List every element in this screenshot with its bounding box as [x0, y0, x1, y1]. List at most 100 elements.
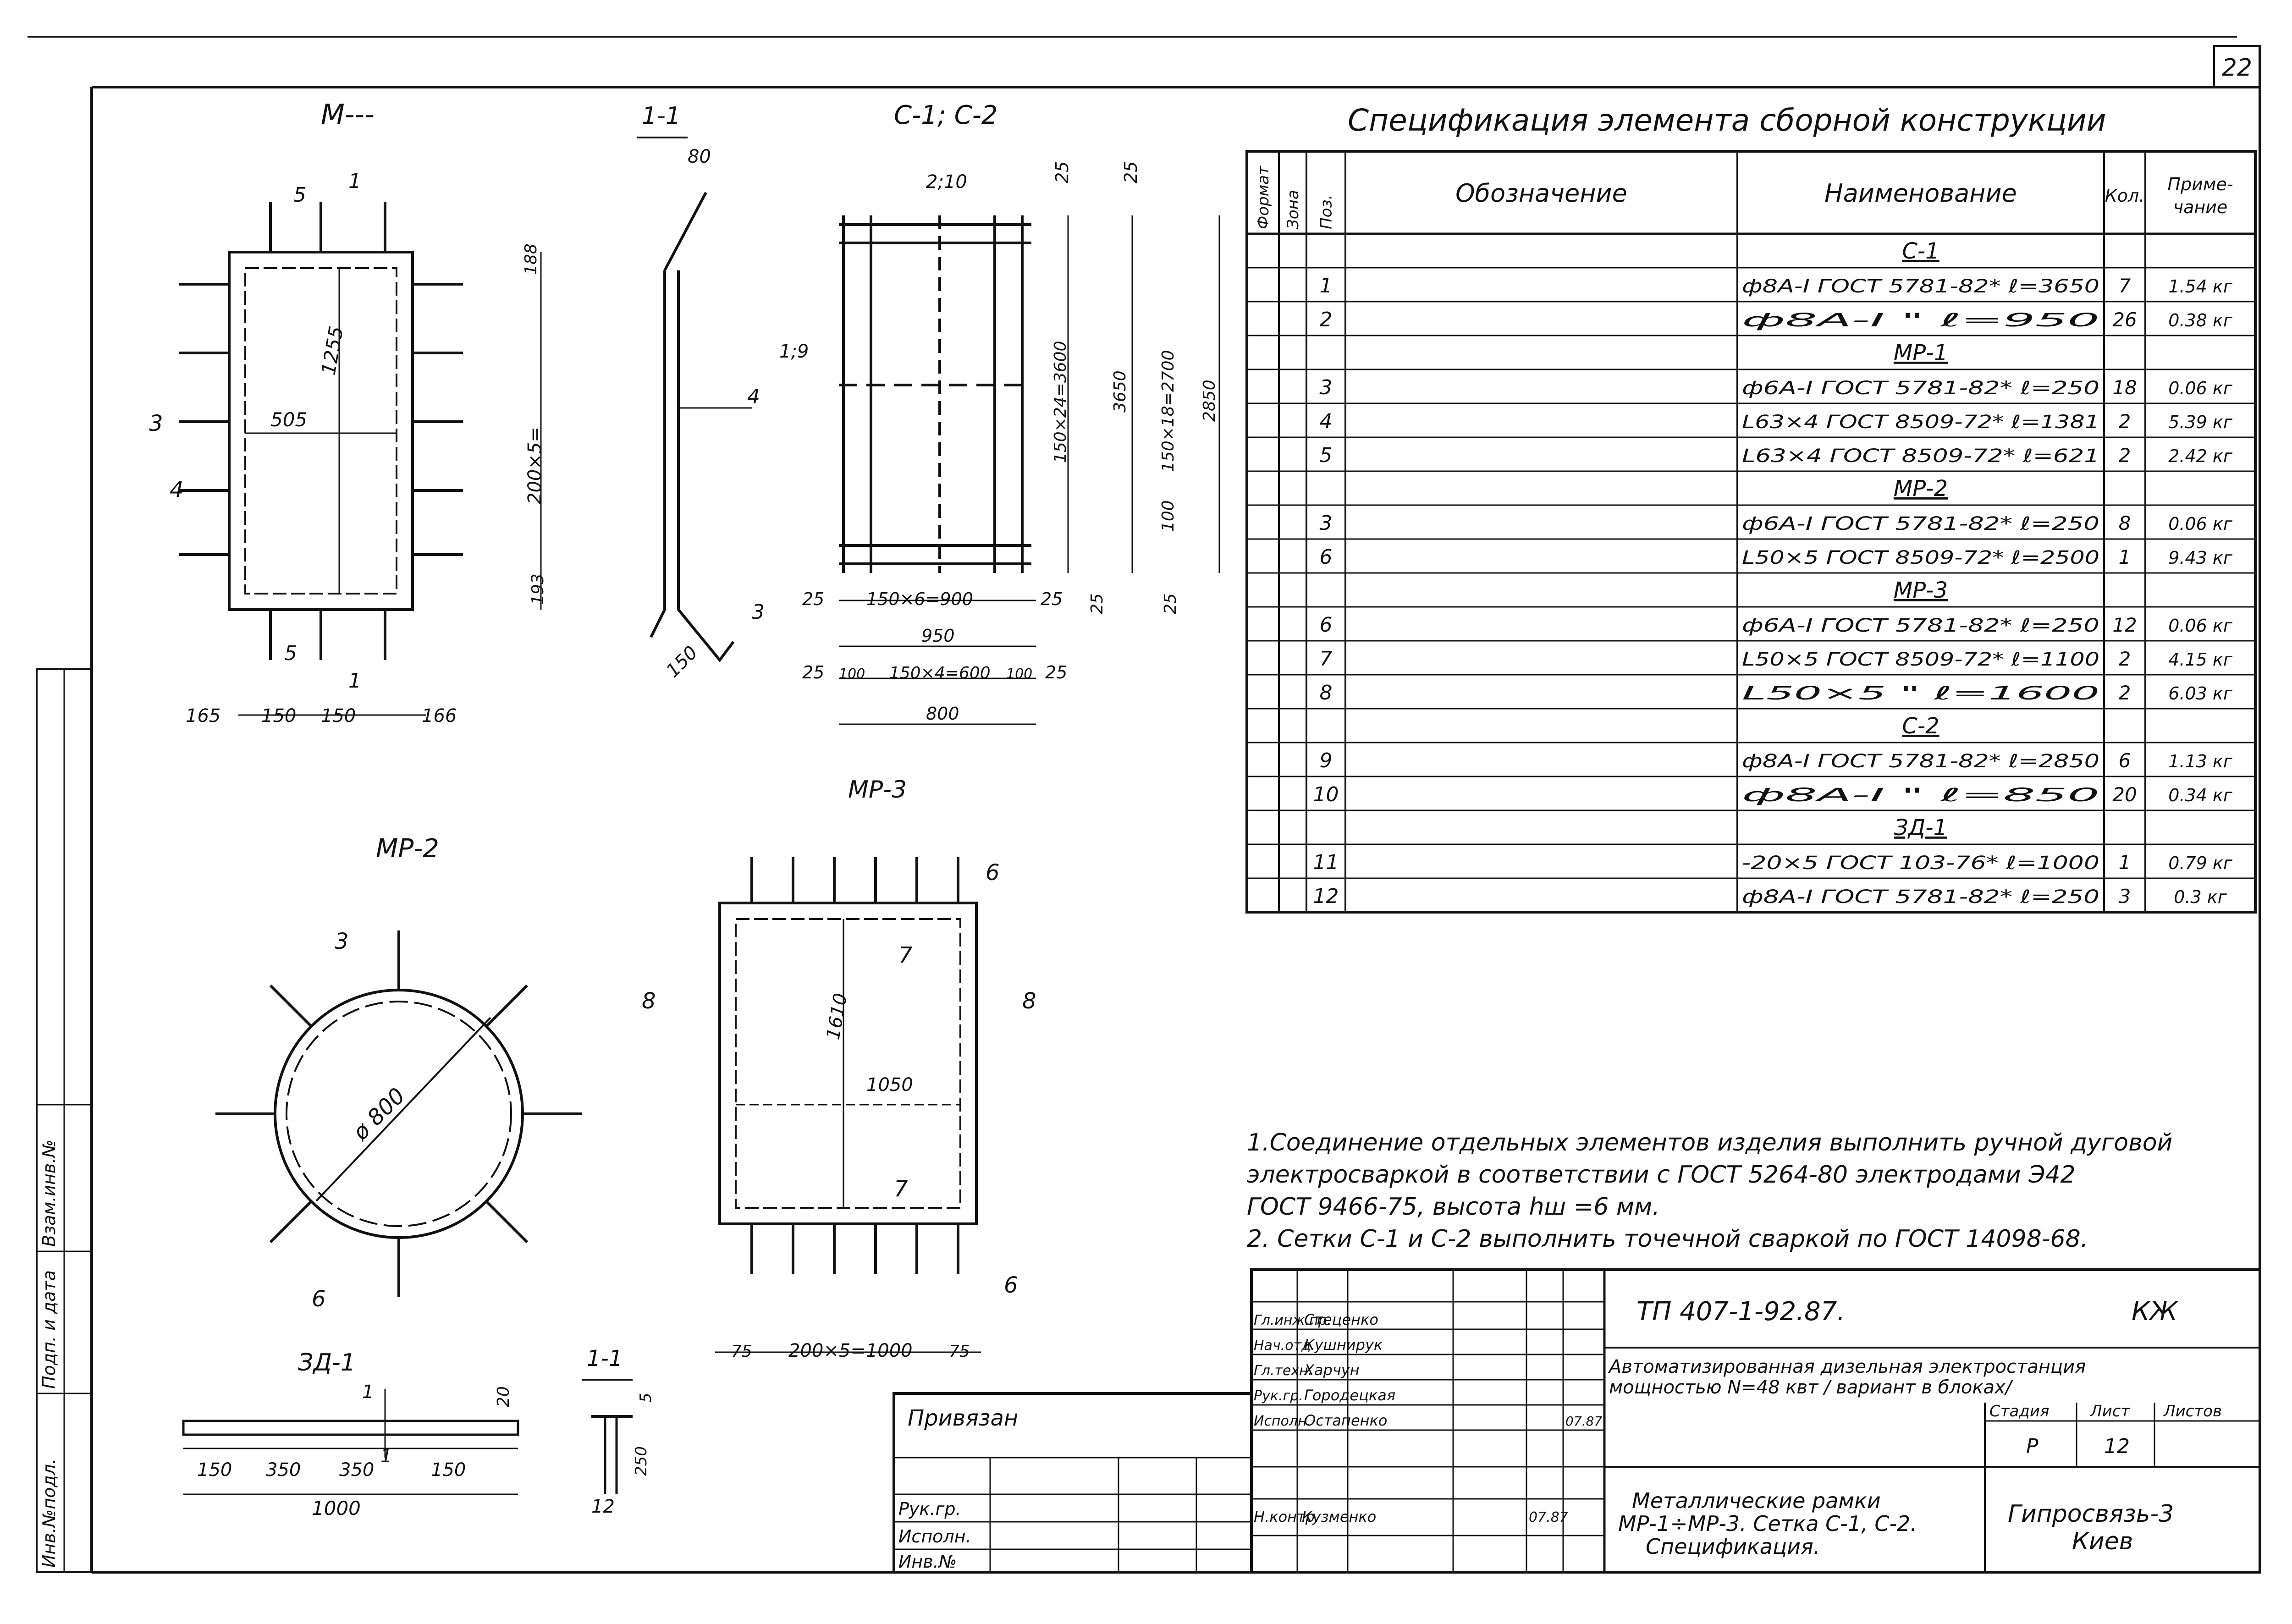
mr1-dim-188: 188	[522, 243, 540, 275]
c1c2-dim-25f: 25	[1161, 593, 1180, 614]
c1c2-dim-25b: 25	[1121, 161, 1141, 183]
tb-mark: КЖ	[2132, 1297, 2179, 1327]
drawing-c1-c2: С-1; С-2 2;10 25 25 1;9 150×24=3600 3650…	[779, 100, 1220, 725]
mr1-dim-150b: 150	[321, 705, 356, 727]
title-block	[1250, 1268, 2261, 1574]
mr1-dim-5-bottom: 5	[284, 642, 297, 665]
drawing-section-1-1-zd: 1-1 5 250 12	[582, 1346, 655, 1517]
spec-cell-name: ф6А-I ГОСТ 5781-82* ℓ=250	[1742, 615, 2099, 636]
zd1-dim-350b: 350	[339, 1459, 374, 1481]
zd1-title: ЗД-1	[298, 1349, 356, 1376]
spec-cell-note: 1.13 кг	[2168, 751, 2233, 771]
zd1-cut-1-top: 1	[362, 1382, 374, 1403]
mr3-pos-6-bottom: 6	[1004, 1272, 1018, 1298]
c1c2-dim-25g: 25	[802, 662, 824, 683]
spec-cell-note: 0.06 кг	[2168, 378, 2233, 398]
spec-cell-name: L50×5 " ℓ=1600	[1742, 683, 2099, 704]
mr3-pos-8-right: 8	[1022, 988, 1036, 1014]
spec-header-cell: Формат	[1254, 165, 1273, 229]
zd1-dim-150a: 150	[197, 1459, 232, 1481]
tb-role-label: Рук.гр.	[1254, 1388, 1303, 1404]
c1c2-dim-800: 800	[926, 704, 959, 724]
tb-role-label: Исполн.	[1254, 1413, 1311, 1429]
spec-header-cell: Приме-	[2167, 174, 2233, 194]
sec11-dim-80: 80	[688, 146, 711, 167]
c1c2-dim-150x4: 150×4=600	[889, 664, 991, 683]
note-line-1: 1.Соединение отдельных элементов изделия…	[1247, 1129, 2172, 1156]
mr3-pos-8-left: 8	[642, 988, 656, 1014]
tb-role-name: Стеценко	[1304, 1311, 1378, 1328]
c1c2-dim-150x6: 150×6=900	[866, 589, 973, 609]
side-stamp-vzam: Взам.инв.№	[39, 1140, 59, 1247]
drawing-mr1: М--- 5 1 188 1255 505 3 4 200×5= 193 5 1…	[149, 99, 547, 727]
drawing-section-1-1: 1-1 80 4 3 150	[637, 102, 765, 682]
spec-cell-qty: 2	[2119, 410, 2131, 433]
zd1-dim-1000: 1000	[312, 1497, 361, 1519]
note-line-2: электросваркой в соответствии с ГОСТ 526…	[1247, 1161, 2076, 1189]
spec-header-cell: Поз.	[1317, 195, 1336, 229]
tb-sheets-label: Листов	[2163, 1402, 2222, 1420]
tb-project-name-1: Автоматизированная дизельная электростан…	[1608, 1356, 2086, 1377]
note-line-3: ГОСТ 9466-75, высота hш =6 мм.	[1247, 1193, 1660, 1221]
spec-cell-qty: 20	[2112, 783, 2137, 806]
mr1-dim-1-bottom: 1	[348, 669, 361, 693]
spec-cell-note: 1.54 кг	[2168, 276, 2233, 297]
spec-cell-note: 0.06 кг	[2168, 616, 2233, 636]
spec-header-cell: Зона	[1284, 190, 1302, 229]
spec-cell-qty: 12	[2112, 614, 2137, 636]
tb-sheet-title-1: Металлические рамки	[1632, 1488, 1881, 1513]
mr1-dim-150a: 150	[261, 705, 296, 727]
spec-cell-name: ф8А-I ГОСТ 5781-82* ℓ=3650	[1742, 276, 2099, 297]
spec-cell-qty: 1	[2119, 851, 2131, 874]
note-line-4: 2. Сетки С-1 и С-2 выполнить точечной св…	[1247, 1225, 2088, 1253]
spec-cell-pos: 9	[1320, 749, 1333, 772]
spec-cell-qty: 3	[2119, 885, 2131, 908]
spec-cell-note: 4.15 кг	[2168, 650, 2233, 670]
tb-org-1: Гипросвязь-3	[2008, 1500, 2174, 1528]
c1c2-dim-25a: 25	[1052, 161, 1072, 183]
c1c2-dim-25e: 25	[1088, 593, 1107, 614]
c1c2-dim-100: 100	[1159, 500, 1178, 532]
spec-cell-note: 0.3 кг	[2174, 887, 2227, 907]
spec-cell-pos: 7	[1320, 647, 1333, 671]
spec-cell-name: L63×4 ГОСТ 8509-72* ℓ=621	[1742, 446, 2099, 467]
sec11b-pos-12: 12	[591, 1496, 615, 1517]
mr3-pos-7-top: 7	[898, 942, 913, 968]
spec-cell-name: L63×4 ГОСТ 8509-72* ℓ=1381	[1742, 412, 2099, 433]
spec-cell-pos: 3	[1320, 512, 1333, 535]
mr3-dim-1610: 1610	[823, 991, 852, 1041]
c1c2-dim-2850: 2850	[1200, 380, 1219, 422]
binding-row-inv: Инв.№	[898, 1552, 957, 1572]
spec-cell-note: 0.38 кг	[2168, 310, 2233, 330]
spec-cell-pos: 10	[1313, 783, 1339, 806]
mr1-dim-165: 165	[186, 705, 220, 727]
tb-sheet-label: Лист	[2089, 1402, 2130, 1420]
tb-sheet-title-2: МР-1÷МР-3. Сетка С-1, С-2.	[1618, 1511, 1917, 1536]
sec11b-title: 1-1	[587, 1346, 623, 1371]
mr1-dim-1-top: 1	[348, 170, 361, 193]
spec-cell-name: L50×5 ГОСТ 8509-72* ℓ=1100	[1742, 649, 2099, 670]
spec-cell-pos: 2	[1320, 308, 1333, 331]
tb-nkontr-date: 07.87	[1529, 1509, 1568, 1525]
spec-cell-qty: 2	[2119, 682, 2131, 704]
spec-cell-qty: 7	[2119, 275, 2131, 297]
binding-title: Привязан	[908, 1405, 1018, 1431]
spec-cell-qty: 1	[2119, 546, 2131, 568]
spec-group-label: МР-1	[1894, 340, 1948, 366]
sec11-pos-4: 4	[747, 385, 760, 408]
tb-doc-code: ТП 407-1-92.87.	[1636, 1297, 1845, 1327]
mr1-dim-200x5: 200×5=	[524, 427, 545, 504]
mr2-pos-3: 3	[335, 929, 349, 954]
mr1-pos-3: 3	[149, 411, 163, 436]
mr3-dim-200x5: 200×5=1000	[788, 1340, 913, 1361]
spec-cell-name: ф6А-I ГОСТ 5781-82* ℓ=250	[1742, 513, 2099, 534]
spec-header-cell: Обозначение	[1455, 179, 1627, 208]
tb-project-name-2: мощностью N=48 квт / вариант в блоках/	[1609, 1377, 2014, 1398]
spec-cell-pos: 1	[1320, 274, 1333, 297]
c1c2-dim-3650: 3650	[1111, 370, 1129, 413]
spec-header-cell: Кол.	[2105, 186, 2145, 206]
mr3-dim-75a: 75	[731, 1342, 752, 1361]
tb-stage: Р	[2026, 1435, 2039, 1458]
spec-header-cell: чание	[2173, 197, 2228, 217]
